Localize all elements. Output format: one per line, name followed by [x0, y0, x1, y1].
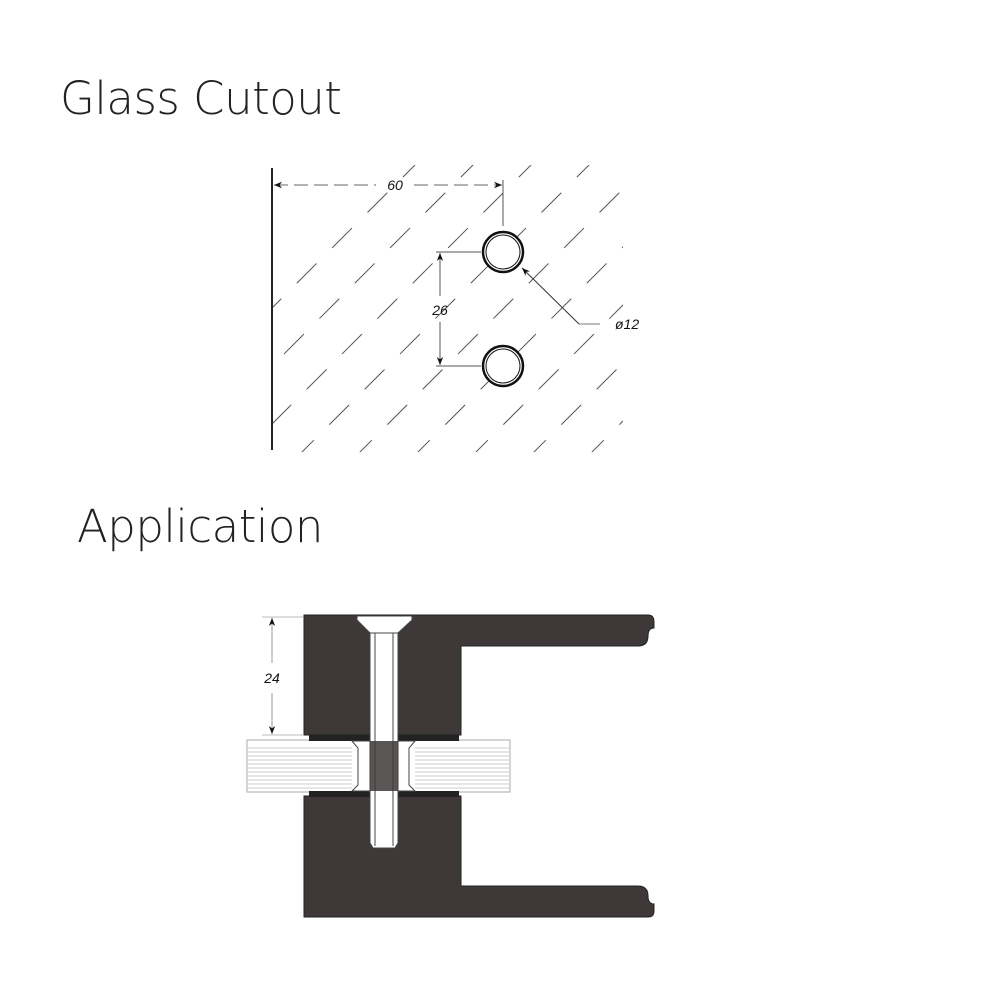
glass-cutout-drawing: 60 26 ø12 [271, 160, 1000, 460]
hatch-line [700, 160, 1000, 460]
hatch-line [591, 420, 623, 452]
hatch-line [475, 304, 623, 452]
hatch-line [642, 160, 942, 460]
glass-pane-lines [248, 747, 509, 789]
application-heading: Application [77, 500, 323, 553]
hatch-line [359, 188, 623, 452]
hatch-line [533, 362, 623, 452]
glass-cutout-heading: Glass Cutout [60, 72, 342, 125]
hole-bottom [481, 344, 525, 388]
hole-bottom-inner [485, 348, 521, 384]
fitting-bottom-jaw [303, 795, 655, 918]
hatch-line [273, 165, 532, 424]
glass-hatching [273, 160, 1000, 460]
dim-26-label: 26 [431, 302, 448, 318]
hatch-line [417, 246, 623, 452]
fitting-top-jaw [303, 614, 655, 736]
bolt-shank-in-glass [370, 741, 398, 791]
dim-60-label: 60 [387, 177, 403, 193]
hatch-line [301, 165, 590, 452]
hole-top-inner [485, 234, 521, 270]
dim-24-label: 24 [263, 670, 280, 686]
hatch-line [273, 165, 474, 366]
dim-diameter-leader [521, 267, 580, 325]
hatch-line [273, 165, 416, 308]
hole-top [481, 230, 525, 274]
application-drawing: 24 [246, 614, 655, 918]
dim-diameter-label: ø12 [615, 316, 639, 332]
hatch-line [758, 160, 1000, 460]
